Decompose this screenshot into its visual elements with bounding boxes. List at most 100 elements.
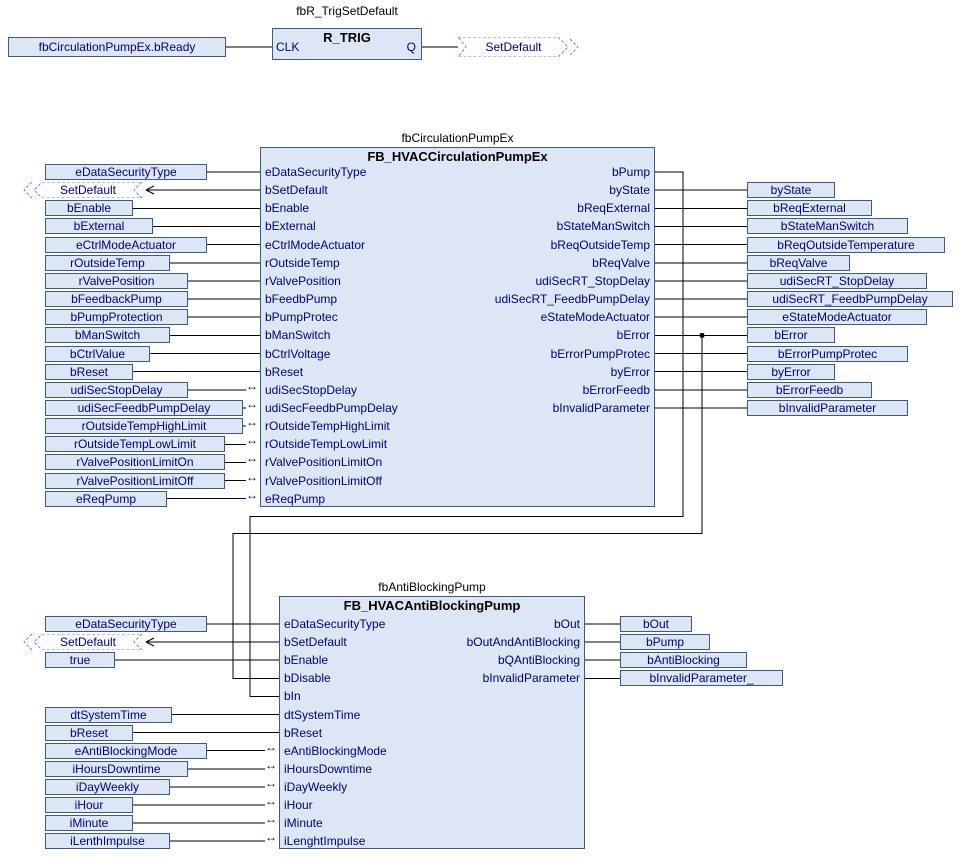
- variable-box-rOutsideTemp[interactable]: rOutsideTemp: [45, 254, 170, 271]
- variable-box-bExternal[interactable]: bExternal: [45, 218, 153, 235]
- variable-box-bReqValve[interactable]: bReqValve: [747, 254, 850, 271]
- variable-box-udiSecRT_FeedbPumpDelay[interactable]: udiSecRT_FeedbPumpDelay: [747, 291, 953, 308]
- input-pin-bSetDefault[interactable]: bSetDefault: [265, 183, 328, 198]
- input-pin-bIn[interactable]: bIn: [284, 689, 301, 704]
- variable-box-byError[interactable]: byError: [747, 363, 835, 380]
- variable-box-bErrorPumpProtec[interactable]: bErrorPumpProtec: [747, 345, 908, 362]
- variable-box-byState[interactable]: byState: [747, 182, 835, 199]
- output-pin-bPump[interactable]: bPump: [611, 165, 650, 179]
- connection-mark-SetDefault-in-anti[interactable]: SetDefault: [22, 633, 156, 651]
- output-pin-bErrorFeedb[interactable]: bErrorFeedb: [582, 382, 650, 397]
- input-pin-iLenghtImpulse[interactable]: iLenghtImpulse: [284, 834, 366, 849]
- input-pin-bReset[interactable]: bReset: [284, 725, 323, 740]
- function-block-fbR_TrigSetDefault[interactable]: [272, 28, 422, 60]
- variable-box-iLenthImpulse[interactable]: iLenthImpulse: [45, 833, 170, 850]
- input-pin-rOutsideTempLowLimit[interactable]: rOutsideTempLowLimit: [265, 437, 388, 452]
- input-pin-rOutsideTemp[interactable]: rOutsideTemp: [265, 255, 340, 270]
- variable-box-bInvalidParameter[interactable]: bInvalidParameter: [747, 399, 908, 416]
- input-pin-udiSecStopDelay[interactable]: udiSecStopDelay: [265, 382, 358, 397]
- instance-name-label[interactable]: fbCirculationPumpEx: [401, 131, 514, 145]
- input-pin-rValvePosition[interactable]: rValvePosition: [265, 273, 341, 288]
- variable-box-bReqOutsideTemperature[interactable]: bReqOutsideTemperature: [747, 236, 945, 253]
- input-pin-bEnable[interactable]: bEnable: [284, 653, 329, 668]
- variable-box-iMinute[interactable]: iMinute: [45, 815, 133, 832]
- variable-box-bOut[interactable]: bOut: [620, 616, 692, 632]
- variable-box-bReset[interactable]: bReset: [45, 363, 133, 380]
- output-pin-bStateManSwitch[interactable]: bStateManSwitch: [556, 219, 650, 234]
- input-pin-bEnable[interactable]: bEnable: [265, 201, 310, 216]
- variable-box-udiSecRT_StopDelay[interactable]: udiSecRT_StopDelay: [747, 272, 927, 289]
- variable-box-bPumpProtection[interactable]: bPumpProtection: [45, 309, 188, 326]
- variable-box-bPump[interactable]: bPump: [620, 634, 710, 651]
- variable-box-iHoursDowntime[interactable]: iHoursDowntime: [45, 760, 188, 777]
- input-pin-dtSystemTime[interactable]: dtSystemTime: [284, 707, 361, 722]
- variable-box-eAntiBlockingMode[interactable]: eAntiBlockingMode: [45, 742, 207, 759]
- variable-box-rOutsideTempLowLimit[interactable]: rOutsideTempLowLimit: [45, 436, 225, 453]
- input-pin-bPumpProtec[interactable]: bPumpProtec: [265, 310, 338, 325]
- output-pin-bQAntiBlocking[interactable]: bQAntiBlocking: [497, 653, 580, 668]
- variable-box-eDataSecurityType[interactable]: eDataSecurityType: [45, 616, 207, 632]
- input-pin-iHour[interactable]: iHour: [284, 798, 313, 812]
- input-pin-eAntiBlockingMode[interactable]: eAntiBlockingMode: [284, 743, 387, 758]
- variable-box-rValvePosition[interactable]: rValvePosition: [45, 272, 188, 289]
- variable-box-udiSecFeedbPumpDelay[interactable]: udiSecFeedbPumpDelay: [45, 399, 243, 416]
- variable-box-iDayWeekly[interactable]: iDayWeekly: [45, 778, 170, 795]
- input-pin-bReset[interactable]: bReset: [265, 364, 304, 379]
- input-pin-bSetDefault[interactable]: bSetDefault: [284, 635, 347, 650]
- input-pin-bManSwitch[interactable]: bManSwitch: [265, 328, 331, 343]
- input-pin-eCtrlModeActuator[interactable]: eCtrlModeActuator: [265, 237, 366, 252]
- variable-box-rValvePositionLimitOff[interactable]: rValvePositionLimitOff: [45, 472, 225, 489]
- instance-name-label[interactable]: fbR_TrigSetDefault: [296, 4, 398, 18]
- output-pin-bError[interactable]: bError: [616, 328, 650, 343]
- output-pin-bOutAndAntiBlocking[interactable]: bOutAndAntiBlocking: [466, 635, 580, 650]
- output-pin-bReqExternal[interactable]: bReqExternal: [577, 201, 650, 216]
- input-pin-udiSecFeedbPumpDelay[interactable]: udiSecFeedbPumpDelay: [265, 400, 398, 415]
- output-pin-bReqOutsideTemp[interactable]: bReqOutsideTemp: [550, 237, 650, 252]
- variable-box-eStateModeActuator[interactable]: eStateModeActuator: [747, 309, 927, 326]
- output-pin-bOut[interactable]: bOut: [553, 617, 580, 631]
- variable-box-udiSecStopDelay[interactable]: udiSecStopDelay: [45, 381, 188, 398]
- input-pin-eReqPump[interactable]: eReqPump: [265, 491, 326, 506]
- variable-box-dtSystemTime[interactable]: dtSystemTime: [45, 706, 172, 723]
- output-pin-bErrorPumpProtec[interactable]: bErrorPumpProtec: [550, 346, 650, 361]
- variable-box-bErrorFeedb[interactable]: bErrorFeedb: [747, 381, 872, 398]
- variable-box-bReqExternal[interactable]: bReqExternal: [747, 200, 872, 217]
- variable-box-bInvalidParameter_[interactable]: bInvalidParameter_: [620, 670, 783, 687]
- variable-box-bStateManSwitch[interactable]: bStateManSwitch: [747, 218, 908, 235]
- output-pin-Q[interactable]: Q: [406, 40, 416, 54]
- variable-box-iHour[interactable]: iHour: [45, 797, 133, 813]
- variable-box-bManSwitch[interactable]: bManSwitch: [45, 327, 170, 344]
- output-pin-udiSecRT_FeedbPumpDelay[interactable]: udiSecRT_FeedbPumpDelay: [494, 292, 650, 307]
- input-pin-CLK[interactable]: CLK: [276, 40, 300, 54]
- input-pin-iDayWeekly[interactable]: iDayWeekly: [284, 779, 348, 794]
- input-pin-rOutsideTempHighLimit[interactable]: rOutsideTempHighLimit: [265, 419, 390, 434]
- variable-box-bCtrlValue[interactable]: bCtrlValue: [45, 345, 150, 362]
- connection-mark-SetDefault-in-pump[interactable]: SetDefault: [22, 181, 156, 199]
- connection-mark-SetDefault-out[interactable]: SetDefault: [456, 36, 592, 58]
- variable-box-bError[interactable]: bError: [747, 327, 835, 344]
- variable-box-bEnable[interactable]: bEnable: [45, 200, 133, 217]
- variable-box-eDataSecurityType[interactable]: eDataSecurityType: [45, 164, 207, 180]
- output-pin-byState[interactable]: byState: [609, 183, 650, 198]
- output-pin-eStateModeActuator[interactable]: eStateModeActuator: [540, 310, 650, 325]
- variable-box-bReset[interactable]: bReset: [45, 724, 133, 741]
- instance-name-label[interactable]: fbAntiBlockingPump: [378, 580, 486, 594]
- output-pin-byError[interactable]: byError: [610, 364, 650, 379]
- input-pin-eDataSecurityType[interactable]: eDataSecurityType: [265, 165, 367, 179]
- variable-box-rOutsideTempHighLimit[interactable]: rOutsideTempHighLimit: [45, 418, 243, 435]
- input-pin-iMinute[interactable]: iMinute: [284, 816, 323, 831]
- variable-box-bAntiBlocking[interactable]: bAntiBlocking: [620, 652, 747, 669]
- output-pin-udiSecRT_StopDelay[interactable]: udiSecRT_StopDelay: [535, 273, 650, 288]
- output-pin-bInvalidParameter[interactable]: bInvalidParameter: [482, 671, 580, 686]
- input-pin-rValvePositionLimitOn[interactable]: rValvePositionLimitOn: [265, 455, 383, 470]
- input-pin-bCtrlVoltage[interactable]: bCtrlVoltage: [265, 346, 331, 361]
- input-pin-bDisable[interactable]: bDisable: [284, 671, 331, 686]
- function-block-fbCirculationPumpEx[interactable]: [260, 147, 655, 507]
- output-pin-bInvalidParameter[interactable]: bInvalidParameter: [552, 400, 650, 415]
- variable-box-fbCirculationPumpEx.bReady[interactable]: fbCirculationPumpEx.bReady: [8, 37, 226, 57]
- input-pin-rValvePositionLimitOff[interactable]: rValvePositionLimitOff: [265, 473, 382, 488]
- output-pin-bReqValve[interactable]: bReqValve: [592, 255, 650, 270]
- function-block-fbAntiBlockingPump[interactable]: [279, 596, 585, 849]
- variable-box-eReqPump[interactable]: eReqPump: [45, 490, 167, 507]
- variable-box-rValvePositionLimitOn[interactable]: rValvePositionLimitOn: [45, 454, 225, 471]
